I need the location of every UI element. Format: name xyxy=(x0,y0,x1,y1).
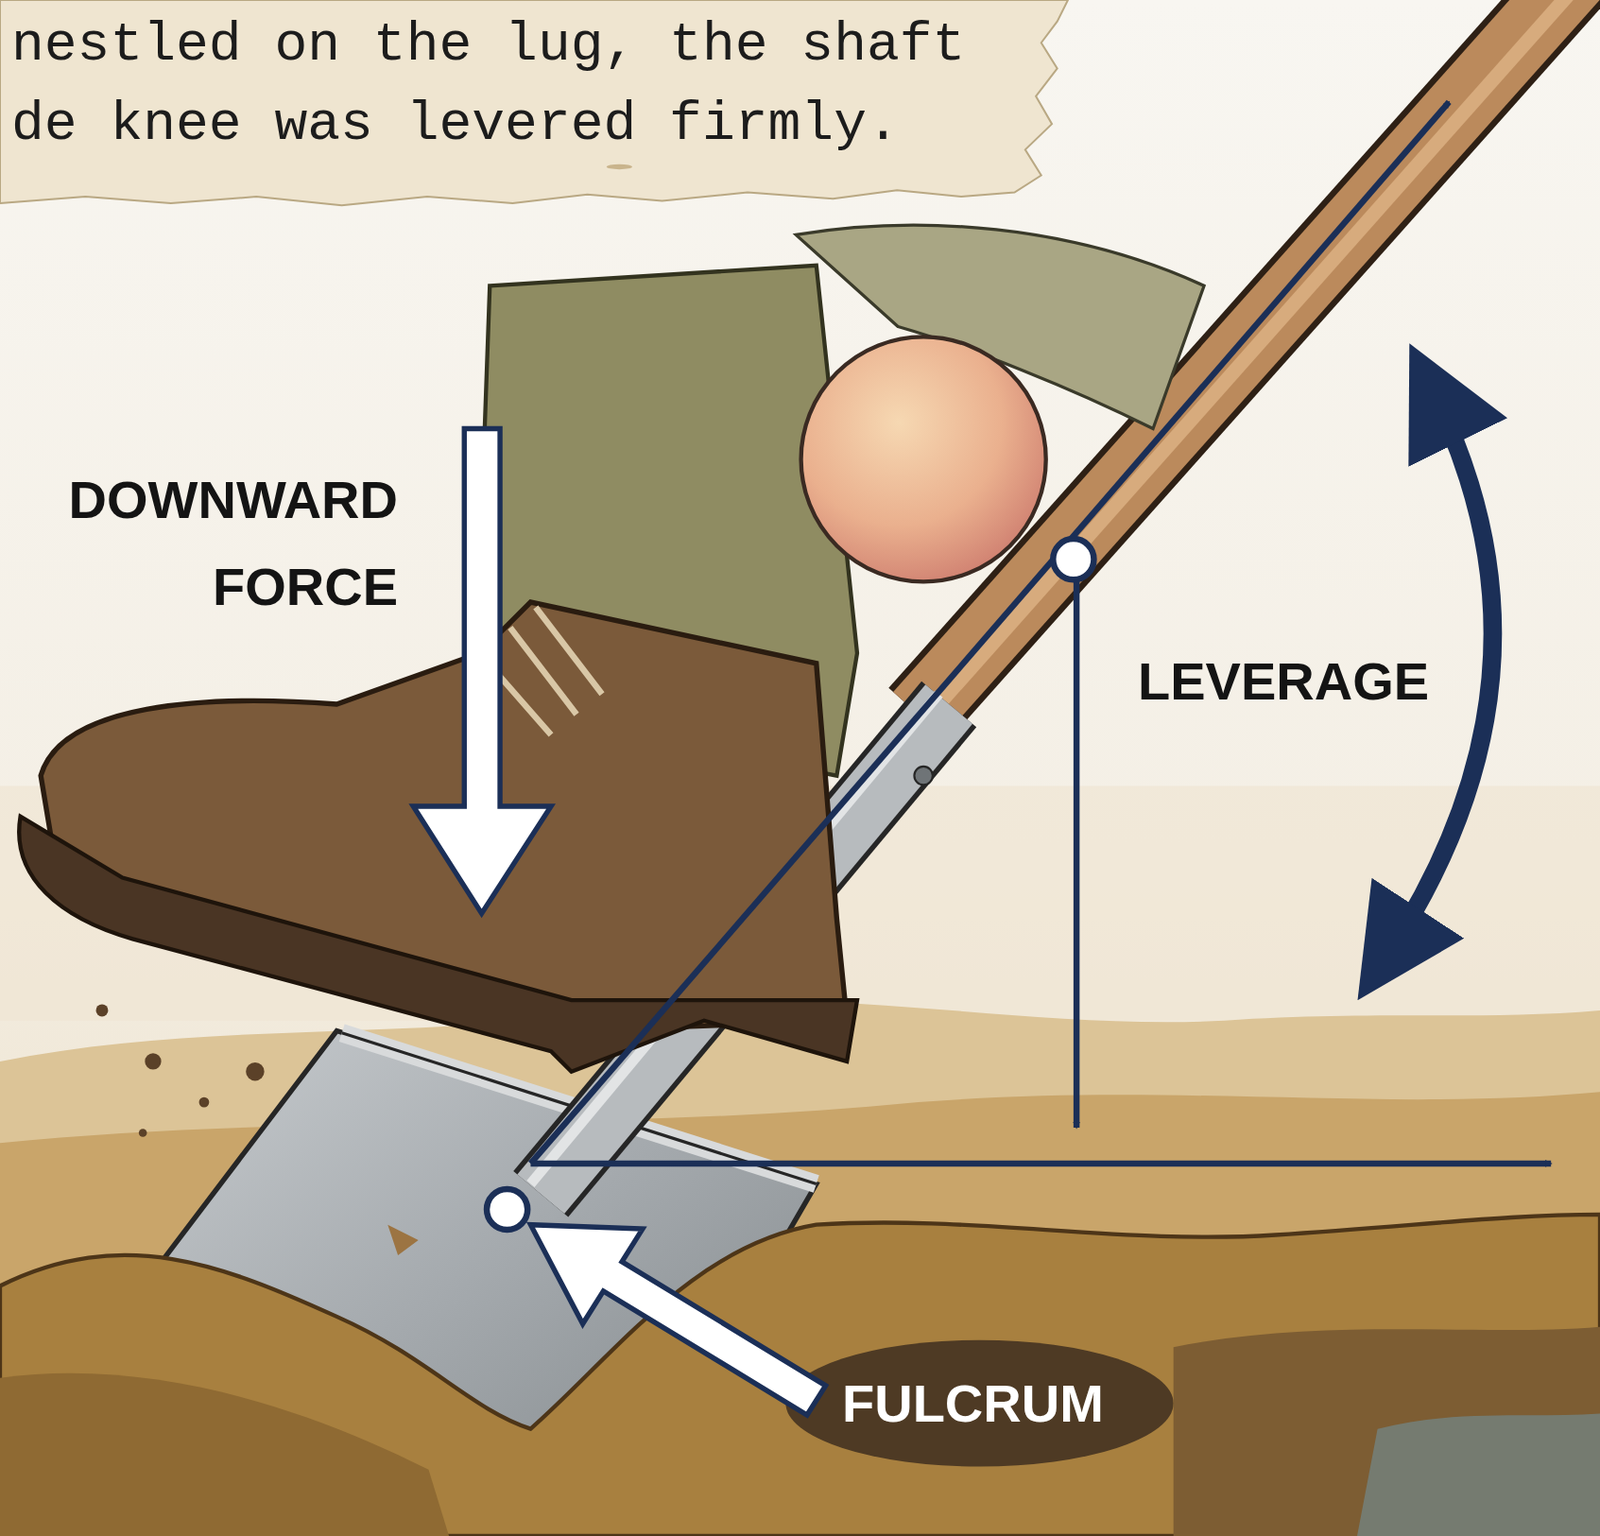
note-text: nestled on the lug, the shaft de knee wa… xyxy=(11,5,1014,165)
paper-outline xyxy=(0,0,1068,206)
drawing-part xyxy=(1173,1326,1600,1536)
fulcrum-label: FULCRUM xyxy=(842,1370,1126,1437)
drawing-part xyxy=(530,102,1449,1164)
knee xyxy=(801,336,1047,582)
drawing-part xyxy=(138,1128,148,1137)
drawing-part xyxy=(1073,559,1080,1128)
drawing-part xyxy=(1052,538,1094,580)
drawing-part xyxy=(0,999,1600,1536)
drawing-part xyxy=(486,1188,528,1230)
drawing-part xyxy=(245,1062,264,1081)
paper-note: nestled on the lug, the shaft de knee wa… xyxy=(0,0,1068,214)
force-label: DOWNWARD FORCE xyxy=(38,456,398,631)
drawing-part xyxy=(0,1214,1600,1536)
drawing-part xyxy=(530,1224,826,1415)
drawing-part xyxy=(785,1340,1173,1467)
label-text: LEVERAGE xyxy=(1137,648,1450,715)
leverage-label: LEVERAGE xyxy=(1137,648,1450,715)
soil xyxy=(0,1214,1600,1536)
drawing-part xyxy=(18,816,858,1072)
drawing-part xyxy=(95,1003,108,1016)
drawing-part xyxy=(530,1160,1551,1167)
leg-and-boot xyxy=(18,224,1205,1137)
force-diagram xyxy=(412,102,1551,1415)
drawing-part xyxy=(913,766,932,785)
label-text: FULCRUM xyxy=(842,1370,1126,1437)
label-text: DOWNWARD FORCE xyxy=(38,456,398,631)
drawing-part xyxy=(199,1097,210,1108)
drawing-part xyxy=(1357,1412,1600,1536)
drawing-part xyxy=(412,428,551,913)
paper-stain xyxy=(606,164,633,170)
drawing-part xyxy=(144,1052,161,1069)
drawing-part xyxy=(801,336,1047,582)
drawing-part xyxy=(0,1373,449,1536)
